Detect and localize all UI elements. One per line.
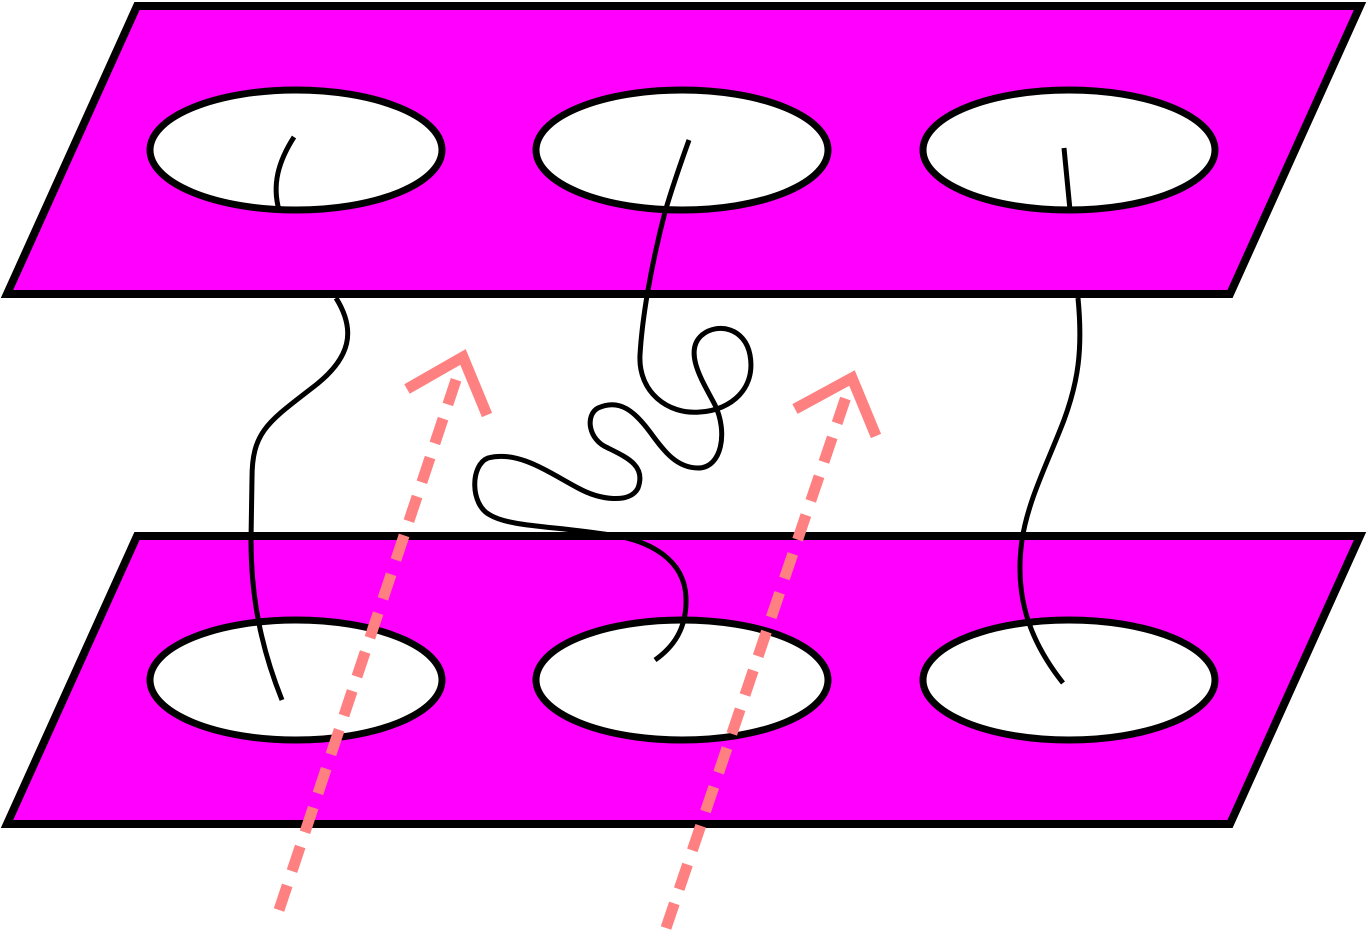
bottom-hole-right — [919, 616, 1219, 744]
left-strand — [248, 296, 351, 701]
bottom-hole-middle — [532, 616, 832, 744]
left-arrow-shaft — [273, 366, 466, 912]
strands — [248, 211, 1083, 701]
middle-strand — [472, 211, 754, 663]
arrows — [273, 349, 882, 930]
bottom-plate — [0, 532, 1367, 828]
right-arrow-shaft — [660, 386, 855, 930]
top-strand-stub-left — [273, 135, 297, 211]
left-arrow-head — [404, 349, 493, 418]
left-arrow — [273, 349, 493, 912]
right-arrow — [660, 370, 882, 930]
right-arrow-head — [792, 370, 882, 439]
right-strand — [1017, 297, 1083, 685]
top-strand-stub-right — [1061, 147, 1073, 211]
top-strand-stub-middle — [662, 139, 692, 213]
top-plate — [0, 2, 1367, 298]
top-hole-middle — [532, 86, 832, 214]
top-hole-left — [146, 86, 446, 214]
bottom-hole-left — [146, 616, 446, 744]
